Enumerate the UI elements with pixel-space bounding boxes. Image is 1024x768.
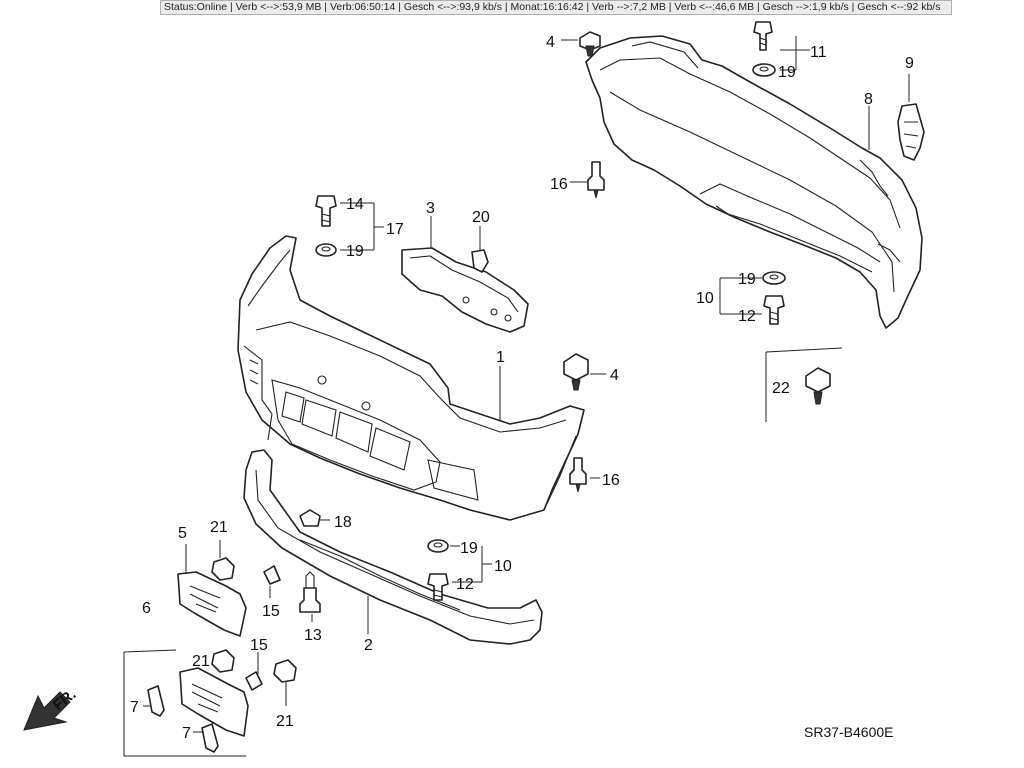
- label-part-15-lower: 15: [250, 637, 268, 654]
- label-part-7-lower: 7: [182, 725, 191, 742]
- label-part-17: 17: [386, 221, 404, 238]
- label-part-6: 6: [142, 600, 151, 617]
- front-bumper-part-1: [237, 235, 585, 521]
- label-part-22: 22: [772, 380, 790, 397]
- label-part-4-rear: 4: [546, 34, 555, 51]
- bolt-part-14: [315, 195, 337, 227]
- clip-part-15-upper: [263, 565, 281, 585]
- front-spoiler-part-2: [243, 449, 543, 645]
- front-direction-arrow-icon: [23, 691, 71, 731]
- bracket-part-3: [401, 247, 529, 333]
- label-part-5: 5: [178, 525, 187, 542]
- bracket-part-9: [897, 103, 925, 161]
- nut-part-21-lower: [273, 659, 297, 683]
- label-part-12-lower: 12: [456, 576, 474, 593]
- label-part-20: 20: [472, 209, 490, 226]
- rear-bumper-part-8: [585, 35, 923, 329]
- label-part-12-right: 12: [738, 308, 756, 325]
- clip-part-18: [299, 509, 321, 527]
- clip-part-7-lower: [201, 723, 219, 753]
- label-part-8: 8: [864, 91, 873, 108]
- label-part-15-upper: 15: [262, 603, 280, 620]
- clip-part-20: [471, 249, 489, 273]
- nut-part-21-upper: [211, 557, 235, 581]
- clip-part-7-upper: [147, 685, 165, 717]
- label-part-19-lower: 19: [460, 540, 478, 557]
- washer-part-19-rear: [752, 63, 776, 77]
- label-part-4-front: 4: [610, 367, 619, 384]
- label-part-11: 11: [810, 44, 827, 61]
- label-part-19-top: 19: [778, 64, 796, 81]
- washer-part-19-left: [315, 243, 337, 257]
- label-part-18: 18: [334, 514, 352, 531]
- diagram-code: SR37-B4600E: [804, 724, 894, 740]
- washer-part-19-right: [762, 271, 786, 285]
- label-part-16-rear: 16: [550, 176, 568, 193]
- bolt-part-12-right: [763, 295, 785, 325]
- license-bracket-part-5: [177, 571, 247, 637]
- label-part-10-lower: 10: [494, 558, 512, 575]
- status-bar: Status:Online | Verb <-->:53,9 MB | Verb…: [160, 0, 952, 15]
- nut-part-21-middle: [211, 649, 235, 673]
- clip-part-4-front: [563, 353, 589, 391]
- label-part-13: 13: [304, 627, 322, 644]
- label-part-14: 14: [346, 196, 364, 213]
- label-part-19-right: 19: [738, 271, 756, 288]
- label-part-19-left: 19: [346, 243, 364, 260]
- bolt-part-12-lower: [427, 573, 449, 601]
- label-part-7-upper: 7: [130, 699, 139, 716]
- washer-part-19-lower: [427, 539, 449, 553]
- screw-part-16-front: [569, 457, 587, 493]
- label-part-9: 9: [905, 55, 914, 72]
- label-part-21-upper: 21: [210, 519, 228, 536]
- label-part-2: 2: [364, 637, 373, 654]
- clip-part-15-lower: [245, 671, 263, 691]
- screw-part-16-rear: [587, 161, 605, 199]
- screw-part-13: [299, 571, 321, 613]
- label-part-21-lower: 21: [276, 713, 294, 730]
- bolt-part-11: [753, 21, 773, 51]
- label-part-3: 3: [426, 200, 435, 217]
- license-bracket-part-6: [123, 649, 249, 757]
- label-part-21-middle: 21: [192, 653, 210, 670]
- label-part-1: 1: [496, 349, 505, 366]
- label-part-10-right: 10: [696, 290, 714, 307]
- clip-part-22: [765, 347, 843, 422]
- label-part-16-front: 16: [602, 472, 620, 489]
- clip-part-4-rear: [579, 31, 601, 57]
